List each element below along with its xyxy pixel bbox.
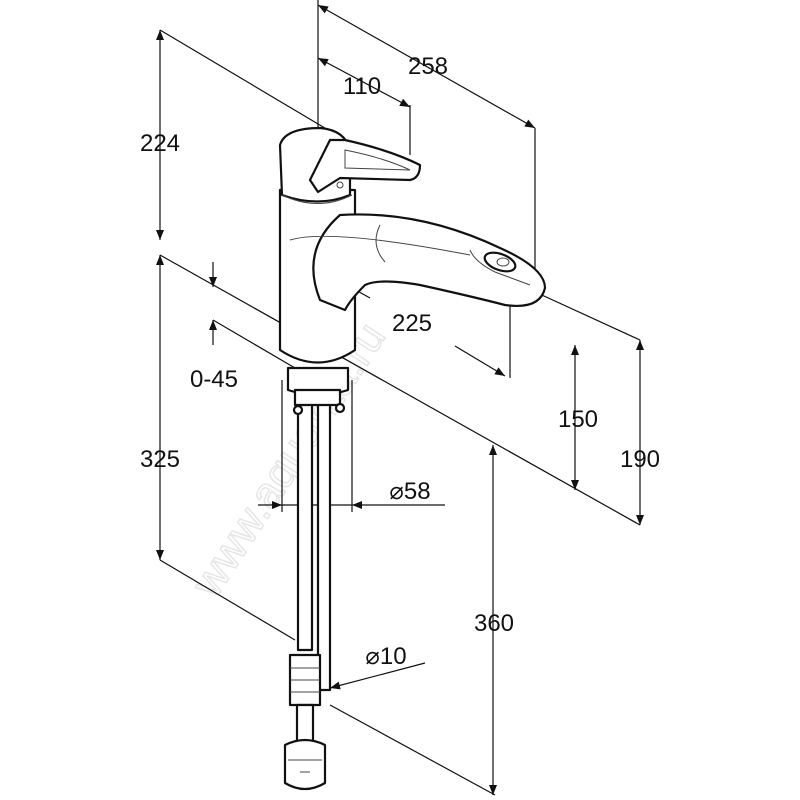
dimension-lines xyxy=(156,4,644,795)
faucet-body xyxy=(278,126,547,791)
dim-325: 325 xyxy=(140,446,180,473)
dim-190: 190 xyxy=(620,446,660,473)
dim-110: 110 xyxy=(343,73,381,100)
dim-150: 150 xyxy=(558,406,598,433)
watermark: www.aquanta.ru xyxy=(182,314,395,606)
dim-360: 360 xyxy=(474,610,514,637)
dim-258: 258 xyxy=(408,53,448,80)
dim-225: 225 xyxy=(392,310,432,337)
extension-lines xyxy=(159,0,641,796)
dim-diameter-58: ⌀58 xyxy=(389,478,430,505)
dimension-labels: 224 325 0-45 258 110 225 150 190 360 ⌀58… xyxy=(140,53,660,670)
dim-224: 224 xyxy=(140,130,180,157)
dim-diameter-10: ⌀10 xyxy=(365,643,406,670)
dim-0-45: 0-45 xyxy=(190,366,238,393)
